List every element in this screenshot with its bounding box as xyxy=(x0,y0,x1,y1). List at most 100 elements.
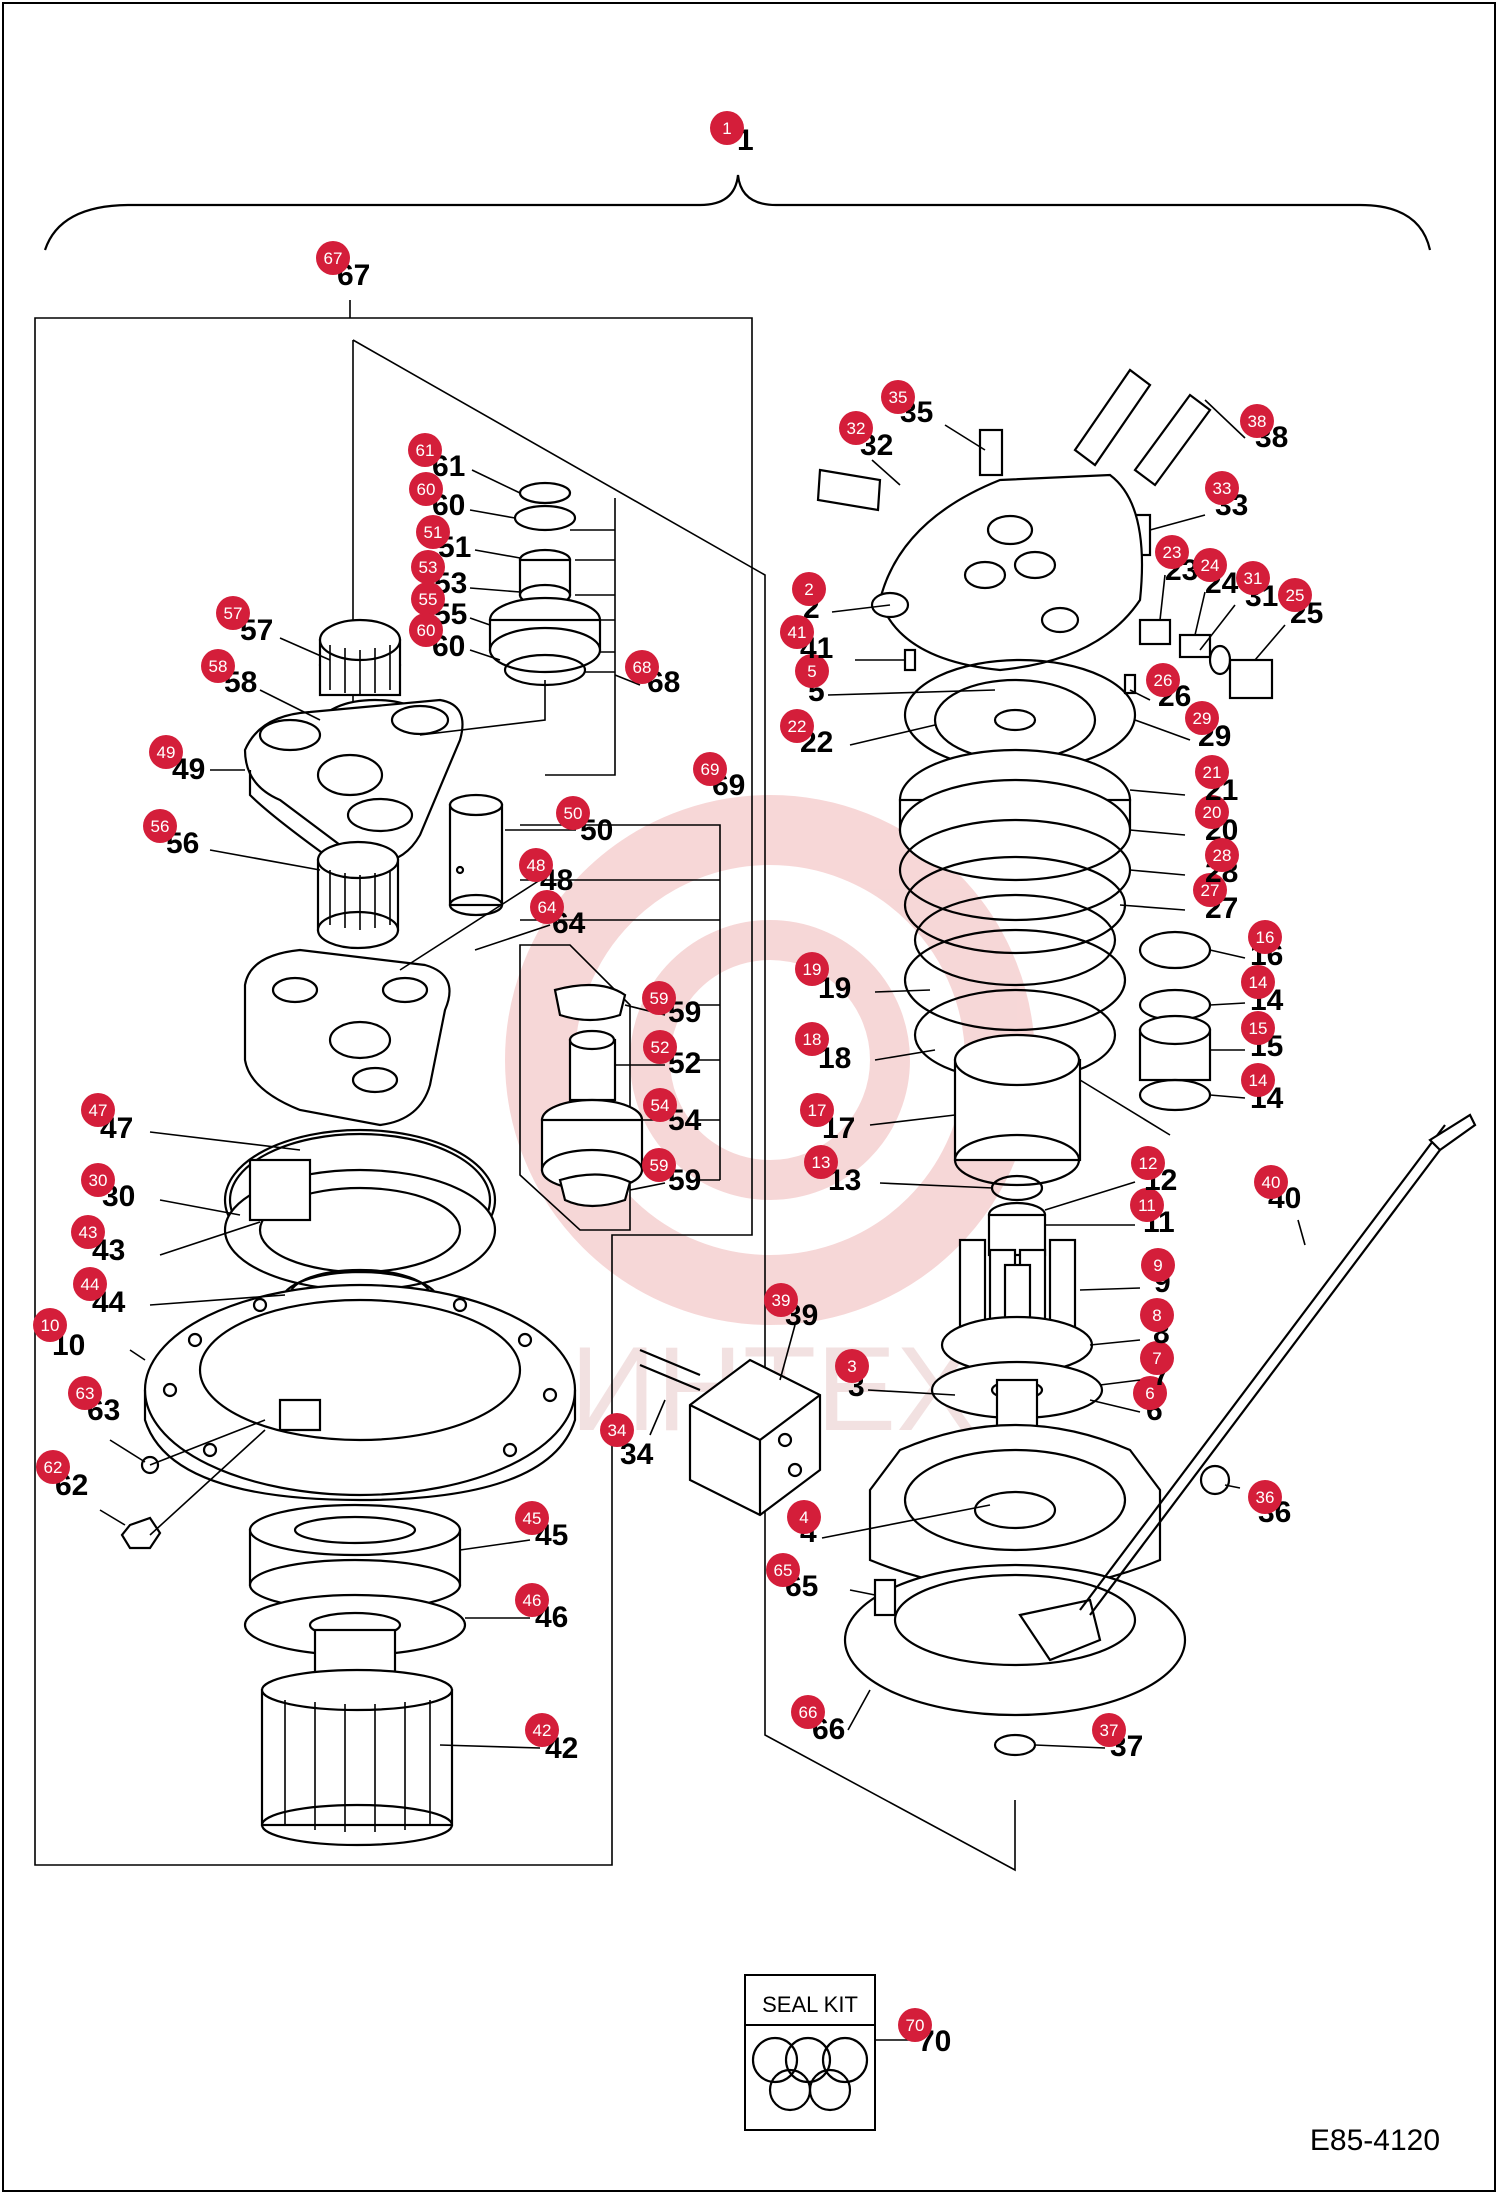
callout-badge-31[interactable] xyxy=(1236,561,1270,595)
callout-badge-14[interactable] xyxy=(1241,965,1275,999)
callout-badge-label-61: 61 xyxy=(416,441,435,460)
callout-badge-22[interactable] xyxy=(780,709,814,743)
callout-badge-65[interactable] xyxy=(766,1553,800,1587)
callout-badge-52[interactable] xyxy=(643,1030,677,1064)
callout-badge-17[interactable] xyxy=(800,1093,834,1127)
callout-badge-23[interactable] xyxy=(1155,535,1189,569)
ring-gear-30 xyxy=(223,1158,497,1292)
callout-badge-6[interactable] xyxy=(1133,1376,1167,1410)
callout-badge-48[interactable] xyxy=(519,848,553,882)
callout-badge-12[interactable] xyxy=(1131,1146,1165,1180)
callout-badge-9[interactable] xyxy=(1141,1248,1175,1282)
callout-badge-18[interactable] xyxy=(795,1022,829,1056)
callout-badge-39[interactable] xyxy=(764,1283,798,1317)
callout-badge-32[interactable] xyxy=(839,411,873,445)
callout-badge-5[interactable] xyxy=(795,654,829,688)
leader-line-12 xyxy=(1044,1181,1136,1211)
callout-badge-49[interactable] xyxy=(149,735,183,769)
callout-badge-34[interactable] xyxy=(600,1413,634,1447)
callout-badge-53[interactable] xyxy=(411,550,445,584)
callout-badge-7[interactable] xyxy=(1140,1341,1174,1375)
callout-badge-41[interactable] xyxy=(780,615,814,649)
callout-badge-24[interactable] xyxy=(1193,548,1227,582)
callout-badge-2[interactable] xyxy=(792,572,826,606)
callout-badge-60[interactable] xyxy=(409,472,443,506)
stack-bracket xyxy=(419,498,616,776)
callout-badge-label-69: 69 xyxy=(701,760,720,779)
callout-badge-40[interactable] xyxy=(1254,1165,1288,1199)
callout-badge-8[interactable] xyxy=(1140,1298,1174,1332)
callout-badge-44[interactable] xyxy=(73,1267,107,1301)
leader-line-20 xyxy=(1129,829,1186,836)
callout-badge-15[interactable] xyxy=(1241,1011,1275,1045)
callout-badge-36[interactable] xyxy=(1248,1480,1282,1514)
callout-badge-64[interactable] xyxy=(530,890,564,924)
callout-badge-47[interactable] xyxy=(81,1093,115,1127)
callout-badge-58[interactable] xyxy=(201,649,235,683)
callout-badge-59[interactable] xyxy=(642,1148,676,1182)
ring-37 xyxy=(993,1733,1037,1757)
callout-badge-51[interactable] xyxy=(416,515,450,549)
callout-badge-62[interactable] xyxy=(36,1450,70,1484)
callout-badge-26[interactable] xyxy=(1146,663,1180,697)
callout-badge-label-32: 32 xyxy=(847,419,866,438)
callout-badge-3[interactable] xyxy=(835,1349,869,1383)
callout-badge-label-64: 64 xyxy=(538,898,557,917)
callout-badge-67[interactable] xyxy=(316,241,350,275)
callout-badge-42[interactable] xyxy=(525,1713,559,1747)
callout-badge-label-18: 18 xyxy=(803,1030,822,1049)
callout-badge-1[interactable] xyxy=(710,111,744,145)
callout-badge-69[interactable] xyxy=(693,752,727,786)
callout-badge-33[interactable] xyxy=(1205,471,1239,505)
callout-badge-label-22: 22 xyxy=(788,717,807,736)
leader-line-60 xyxy=(469,509,516,519)
callout-badge-21[interactable] xyxy=(1195,755,1229,789)
callout-badge-54[interactable] xyxy=(643,1088,677,1122)
callout-badge-57[interactable] xyxy=(216,596,250,630)
callout-badge-59[interactable] xyxy=(642,981,676,1015)
callout-badge-28[interactable] xyxy=(1205,838,1239,872)
dipstick-40 xyxy=(1079,1124,1446,1611)
leader-line-44 xyxy=(149,1294,286,1306)
callout-badge-16[interactable] xyxy=(1248,920,1282,954)
callout-badge-68[interactable] xyxy=(625,650,659,684)
callout-badge-60[interactable] xyxy=(409,613,443,647)
callout-badge-43[interactable] xyxy=(71,1215,105,1249)
callout-badge-label-17: 17 xyxy=(808,1101,827,1120)
callout-badge-61[interactable] xyxy=(408,433,442,467)
callout-badge-label-41: 41 xyxy=(788,623,807,642)
callout-badge-label-46: 46 xyxy=(523,1591,542,1610)
leader-line-39 xyxy=(779,1324,796,1381)
callout-badge-27[interactable] xyxy=(1193,873,1227,907)
callout-badge-56[interactable] xyxy=(143,809,177,843)
leader-line-14 xyxy=(1209,1094,1246,1099)
callout-badge-66[interactable] xyxy=(791,1695,825,1729)
callout-badge-25[interactable] xyxy=(1278,578,1312,612)
leader-line-47 xyxy=(149,1131,301,1151)
callout-badge-20[interactable] xyxy=(1195,795,1229,829)
callout-badge-63[interactable] xyxy=(68,1376,102,1410)
callout-badge-4[interactable] xyxy=(787,1500,821,1534)
callout-badge-13[interactable] xyxy=(804,1145,838,1179)
callout-badge-46[interactable] xyxy=(515,1583,549,1617)
callout-badge-label-53: 53 xyxy=(419,558,438,577)
callout-badge-30[interactable] xyxy=(81,1163,115,1197)
callout-badge-35[interactable] xyxy=(881,380,915,414)
leader-line-29 xyxy=(1134,719,1191,741)
callout-badge-29[interactable] xyxy=(1185,701,1219,735)
callout-badge-37[interactable] xyxy=(1092,1713,1126,1747)
leader-line-42 xyxy=(439,1744,541,1749)
callout-badge-55[interactable] xyxy=(411,582,445,616)
relief-valves-38 xyxy=(1073,368,1212,487)
callout-badge-11[interactable] xyxy=(1130,1188,1164,1222)
callout-badge-38[interactable] xyxy=(1240,404,1274,438)
callout-badge-10[interactable] xyxy=(33,1308,67,1342)
callout-badge-label-6: 6 xyxy=(1145,1384,1154,1403)
callout-badge-14[interactable] xyxy=(1241,1063,1275,1097)
callout-badge-70[interactable] xyxy=(898,2008,932,2042)
leader-line-7 xyxy=(1099,1379,1141,1386)
callout-badge-50[interactable] xyxy=(556,796,590,830)
callout-badge-19[interactable] xyxy=(795,952,829,986)
callout-badge-45[interactable] xyxy=(515,1501,549,1535)
